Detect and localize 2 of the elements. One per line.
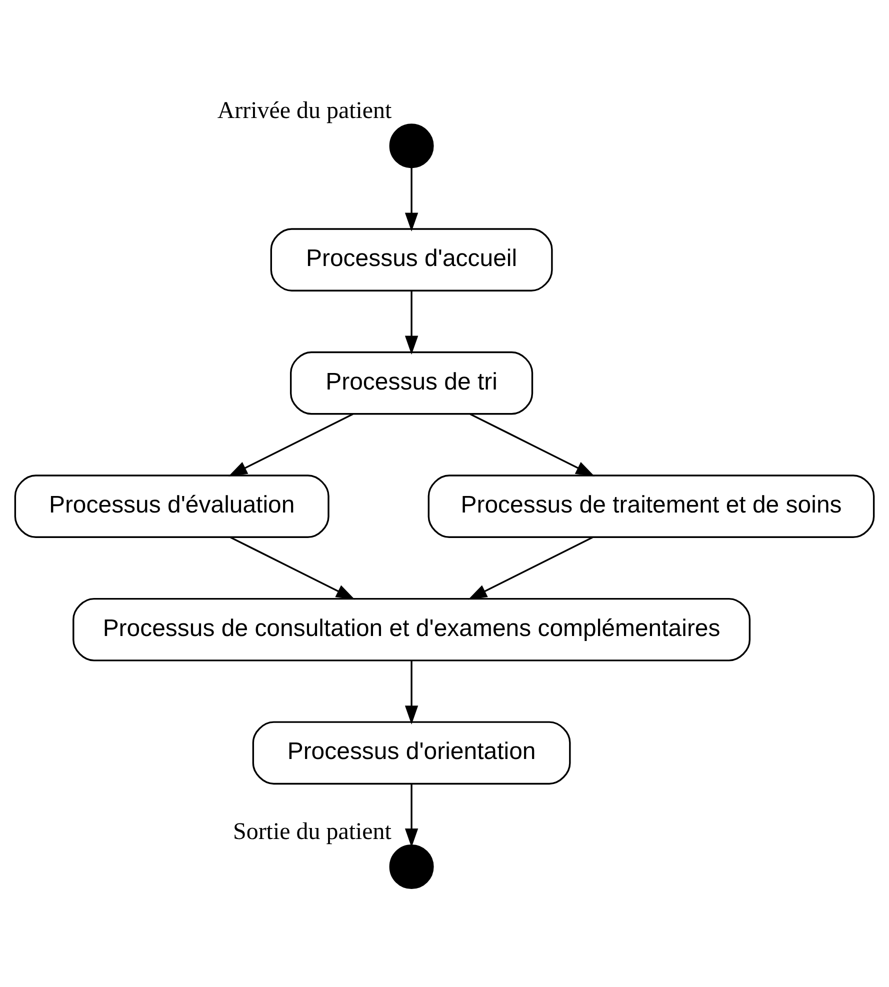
node-label: Sortie du patient [233, 818, 392, 845]
node-label: Arrivée du patient [217, 98, 392, 124]
